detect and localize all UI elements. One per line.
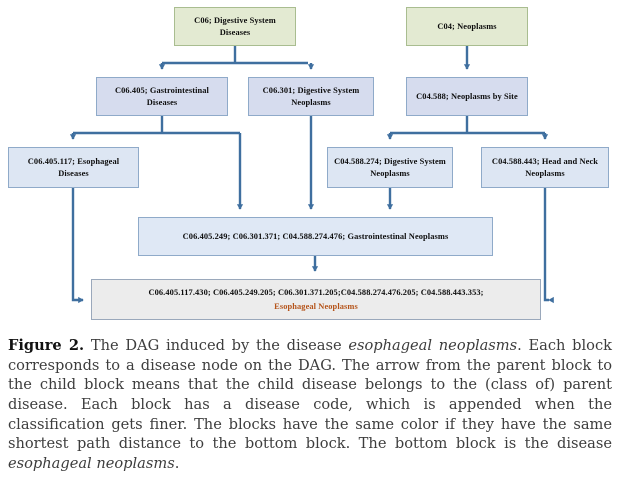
figure-caption: Figure 2. The DAG induced by the disease… [8, 336, 612, 473]
dag-node-c06-405[interactable]: C06.405; Gastrointestinal Diseases [96, 77, 228, 116]
dag-node-c04[interactable]: C04; Neoplasms [406, 7, 528, 46]
edge-c06405117-to-esoph [71, 188, 84, 304]
dag-node-esophageal-codes: C06.405.117.430; C06.405.249.205; C06.30… [148, 288, 484, 298]
dag-node-c06-301[interactable]: C06.301; Digestive System Neoplasms [248, 77, 374, 116]
dag-node-esophageal-name: Esophageal Neoplasms [274, 301, 358, 311]
caption-text-part2: . Each block corresponds to a disease no… [8, 337, 612, 453]
dag-node-gastrointestinal-neoplasms[interactable]: C06.405.249; C06.301.371; C04.588.274.47… [138, 217, 493, 256]
dag-node-c06-405-117[interactable]: C06.405.117; Esophageal Diseases [8, 147, 139, 188]
dag-edges-layer [69, 46, 554, 304]
dag-node-c06[interactable]: C06; Digestive System Diseases [174, 7, 296, 46]
dag-diagram: C06; Digestive System Diseases C04; Neop… [8, 7, 609, 320]
dag-node-c04-588-443[interactable]: C04.588.443; Head and Neck Neoplasms [481, 147, 609, 188]
dag-node-c04-588-274[interactable]: C04.588.274; Digestive System Neoplasms [327, 147, 453, 188]
caption-text-part1: The DAG induced by the disease [84, 337, 349, 354]
dag-node-c04-588[interactable]: C04.588; Neoplasms by Site [406, 77, 528, 116]
caption-text-part3: . [174, 454, 180, 472]
figure-label: Figure 2. [8, 337, 85, 354]
caption-emphasis-1: esophageal neoplasms [348, 337, 518, 354]
dag-node-esophageal-neoplasms[interactable]: C06.405.117.430; C06.405.249.205; C06.30… [91, 279, 541, 320]
edge-c04588443-to-esoph [543, 188, 554, 304]
caption-emphasis-2: esophageal neoplasms [8, 454, 175, 472]
